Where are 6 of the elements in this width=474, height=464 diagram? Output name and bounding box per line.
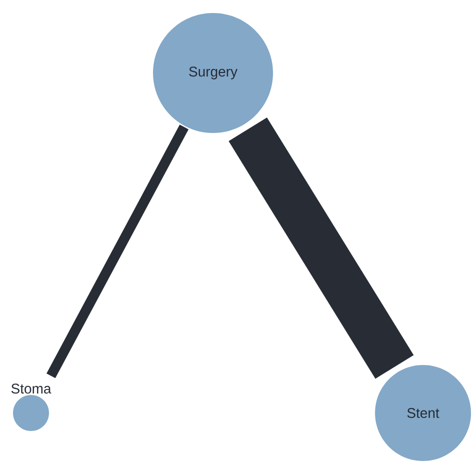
connector-band	[228, 118, 414, 379]
circle-node: Stoma	[11, 384, 52, 431]
node-label: Stoma	[11, 384, 52, 394]
circle-node: Stent	[375, 365, 471, 461]
connector-band	[46, 124, 189, 378]
circle-node: Surgery	[153, 13, 273, 133]
